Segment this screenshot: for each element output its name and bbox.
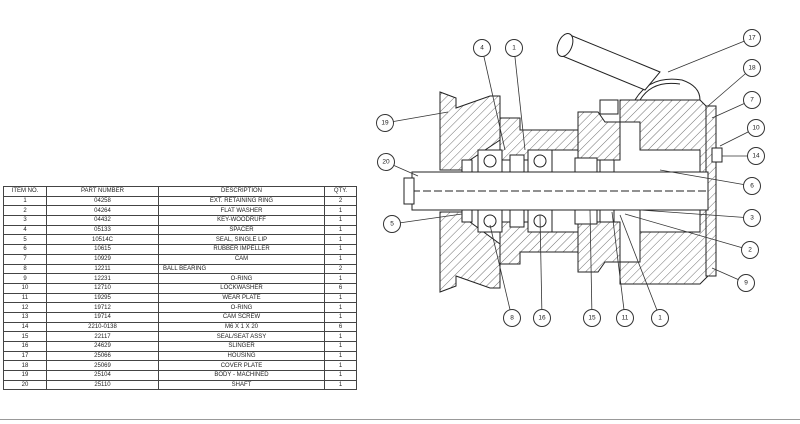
- callout-label: 6: [750, 183, 754, 190]
- callout-label: 16: [538, 315, 546, 322]
- callout-leader: [611, 211, 626, 319]
- callout-label: 3: [750, 215, 754, 222]
- callout-bubble: [651, 309, 669, 327]
- seals-and-spacers: [461, 154, 615, 228]
- callout-leader: [619, 214, 661, 319]
- callout-leader: [667, 37, 753, 73]
- callout-leader: [539, 214, 543, 319]
- callout-bubble: [383, 215, 401, 233]
- callout-bubble: [533, 309, 551, 327]
- callout-bubble: [747, 119, 765, 137]
- table-header-row: ITEM NO. PART NUMBER DESCRIPTION QTY.: [3, 186, 357, 197]
- callout-bubble: [616, 309, 634, 327]
- callout-leader: [707, 67, 753, 107]
- callout-bubble: [376, 114, 394, 132]
- callout-label: 4: [480, 45, 484, 52]
- callout-label: 20: [382, 159, 390, 166]
- callout-leader: [513, 47, 526, 151]
- callout-label: 18: [748, 65, 756, 72]
- callout-bubble: [583, 309, 601, 327]
- callout-bubble: [743, 91, 761, 109]
- shaft: [403, 171, 709, 211]
- callout-label: 2: [748, 247, 752, 254]
- callout-label: 10: [752, 125, 760, 132]
- callout-label: 1: [658, 315, 662, 322]
- callout-bubble: [473, 39, 491, 57]
- callout-label: 15: [588, 315, 596, 322]
- callout-bubble: [737, 274, 755, 292]
- callout-leader: [639, 209, 753, 219]
- callout-bubble: [743, 29, 761, 47]
- callout-bubble: [743, 209, 761, 227]
- callout-label: 8: [510, 315, 514, 322]
- pump-body: [439, 91, 621, 293]
- callout-bubble: [741, 241, 759, 259]
- callout-bubble: [503, 309, 521, 327]
- callout-bubble: [743, 59, 761, 77]
- callout-label: 19: [381, 120, 389, 127]
- callout-bubble: [377, 153, 395, 171]
- callout-leader: [659, 169, 753, 187]
- callout-label: 11: [622, 315, 629, 322]
- callout-label: 17: [748, 35, 756, 42]
- callout-leader: [489, 224, 513, 319]
- callout-bubble: [505, 39, 523, 57]
- cell-qty: 1: [324, 379, 357, 391]
- callout-label: 1: [512, 45, 516, 52]
- callout-leader: [384, 111, 449, 124]
- callout-bubble: [743, 177, 761, 195]
- cap-screw: [711, 147, 723, 163]
- callout-leader: [624, 213, 751, 251]
- callout-label: 7: [750, 97, 754, 104]
- callout-leader: [481, 47, 506, 151]
- callout-label: 5: [390, 221, 394, 228]
- callout-label: 14: [752, 153, 760, 160]
- sheet-border: [0, 419, 800, 420]
- callout-leader: [589, 209, 593, 319]
- callout-leader: [391, 213, 463, 225]
- callout-label: 9: [744, 280, 748, 287]
- pump-housing: [556, 33, 713, 285]
- callout-bubble: [747, 147, 765, 165]
